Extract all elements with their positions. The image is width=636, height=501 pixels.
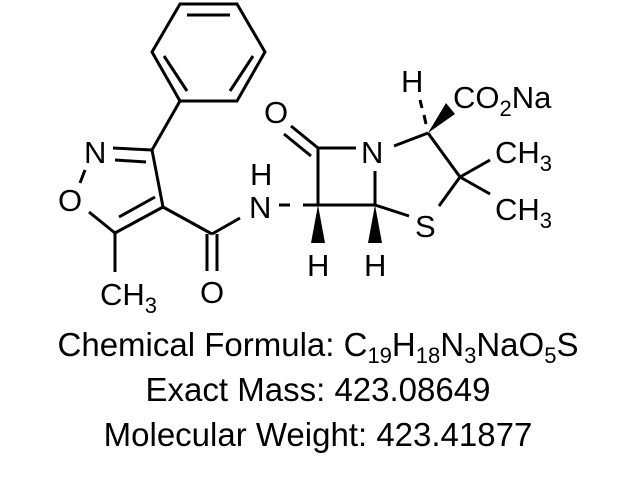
lactam-c-o-bond-1 xyxy=(290,124,319,150)
formula-nao: NaO xyxy=(476,326,545,363)
methyl-b-bond xyxy=(459,175,491,196)
chemical-formula: Chemical Formula: C19H18N3NaO5S xyxy=(0,322,636,367)
c4-carbonyl-bond xyxy=(162,205,213,236)
formula-c-count: 19 xyxy=(367,343,392,368)
hash-c3-h-1 xyxy=(418,99,424,109)
formula-n-count: 3 xyxy=(464,343,477,368)
amide-c-n-bond xyxy=(211,216,241,236)
molecular-weight-value: 423.41877 xyxy=(376,416,533,453)
isoxazole-ring xyxy=(78,146,165,235)
wedge-c3-carboxylate xyxy=(428,103,455,133)
atom-sulfur: S xyxy=(415,209,436,244)
formula-c: C xyxy=(343,326,368,363)
exact-mass-label: Exact Mass: xyxy=(145,371,335,408)
chemical-structure: N O CH3 O N H O N H H S H CO2Na CH3 CH3 xyxy=(58,2,552,318)
atom-methyl: CH3 xyxy=(100,277,157,318)
molecular-weight: Molecular Weight: 423.41877 xyxy=(0,412,636,457)
thiazolidine-ring xyxy=(374,131,462,218)
beta-lactam-ring xyxy=(316,146,377,207)
methyl-a-bond xyxy=(459,158,491,179)
wedge-c6-h xyxy=(311,205,325,243)
atom-h6: H xyxy=(307,248,329,283)
formula-h: H xyxy=(391,326,416,363)
formula-label: Chemical Formula: xyxy=(57,326,344,363)
formula-s: S xyxy=(556,326,579,363)
atom-isoxazole-oxygen: O xyxy=(58,183,82,218)
atom-methyl-a: CH3 xyxy=(495,135,552,176)
exact-mass-value: 423.08649 xyxy=(334,371,491,408)
formula-o-count: 5 xyxy=(544,343,557,368)
atom-isoxazole-nitrogen: N xyxy=(84,135,106,170)
atom-methyl-b: CH3 xyxy=(495,192,552,233)
formula-h-count: 18 xyxy=(415,343,441,368)
phenyl-bond xyxy=(150,100,182,151)
compound-properties: Chemical Formula: C19H18N3NaO5S Exact Ma… xyxy=(0,322,636,457)
atom-lactam-oxygen: O xyxy=(264,95,288,130)
exact-mass: Exact Mass: 423.08649 xyxy=(0,367,636,412)
atom-amide-hydrogen: H xyxy=(250,157,272,192)
hash-c3-h-2 xyxy=(422,114,428,125)
molecular-weight-label: Molecular Weight: xyxy=(103,416,377,453)
atom-h3: H xyxy=(401,64,423,99)
wedge-c5-h xyxy=(368,205,382,243)
benzene-ring xyxy=(150,2,267,103)
lactam-c-o-bond-2 xyxy=(283,132,312,158)
atom-h5: H xyxy=(364,248,386,283)
atom-carboxylate: CO2Na xyxy=(453,80,552,121)
formula-n: N xyxy=(440,326,465,363)
atom-lactam-nitrogen: N xyxy=(361,135,383,170)
atom-amide-oxygen: O xyxy=(200,275,224,310)
atom-amide-nitrogen: N xyxy=(249,190,271,225)
